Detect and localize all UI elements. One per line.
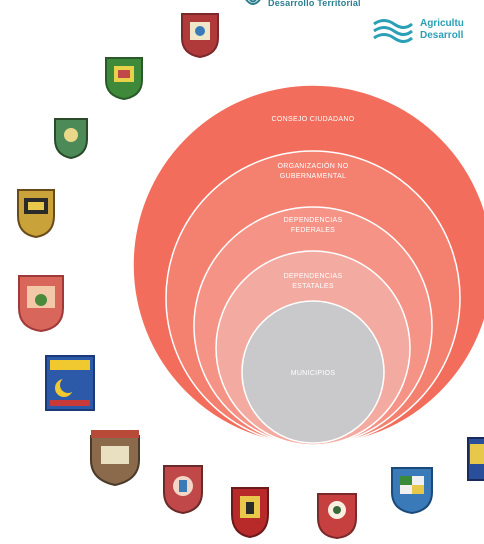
- municipal-crest-icon: [466, 434, 484, 489]
- label-organizacion-line1: ORGANIZACIÓN NO: [277, 161, 348, 170]
- label-organizacion-line2: GUBERNAMENTAL: [280, 173, 346, 180]
- desarrollo-territorial-logo: Desarrollo Territorial: [244, 0, 361, 10]
- municipal-crest-icon: [100, 52, 148, 105]
- header-right-line2: Desarroll: [420, 30, 464, 41]
- municipal-crest-icon: [228, 482, 272, 543]
- label-municipios: MUNICIPIOS: [291, 370, 336, 377]
- municipal-crest-icon: [42, 352, 98, 419]
- territorial-logo-icon: [244, 0, 262, 10]
- agricultura-wave-icon: [372, 18, 414, 51]
- municipal-crest-icon: [160, 462, 206, 519]
- municipal-crest-icon: [312, 486, 362, 544]
- municipal-crest-icon: [85, 428, 145, 491]
- layer-municipios: [241, 300, 385, 444]
- municipal-crest-icon: [14, 182, 58, 243]
- municipal-crest-icon: [47, 115, 95, 164]
- header-right-line1: Agricultu: [420, 18, 464, 29]
- header-left-text: Desarrollo Territorial: [268, 0, 361, 8]
- municipal-crest-icon: [15, 270, 67, 337]
- label-consejo-ciudadano: CONSEJO CIUDADANO: [272, 116, 355, 123]
- label-federales-line2: FEDERALES: [291, 227, 335, 234]
- label-federales-line1: DEPENDENCIAS: [284, 217, 343, 224]
- label-estatales-line2: ESTATALES: [292, 283, 334, 290]
- agricultura-logo: Agricultu Desarroll: [372, 18, 464, 51]
- municipal-crest-icon: [178, 10, 222, 63]
- municipal-crest-icon: [386, 462, 438, 519]
- label-estatales-line1: DEPENDENCIAS: [284, 273, 343, 280]
